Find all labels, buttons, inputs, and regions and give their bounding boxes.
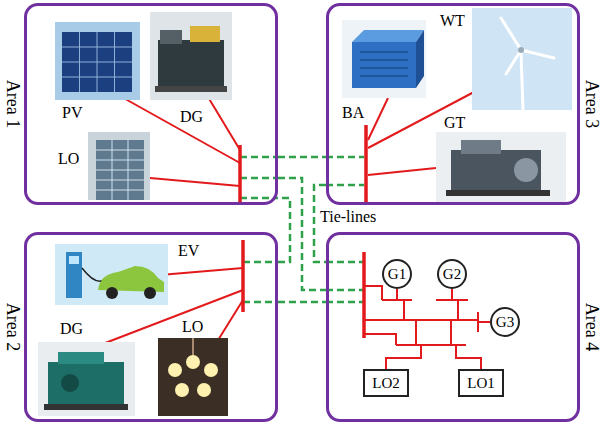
chandelier-picture: [175, 383, 189, 397]
gas-turbine-picture: [436, 132, 566, 202]
pv-picture: [62, 32, 132, 92]
node-label: G1: [388, 266, 406, 283]
pv-picture: [62, 32, 132, 92]
tie-line: [278, 178, 326, 290]
diesel-generator-picture: [44, 404, 128, 410]
chandelier-picture: [158, 338, 228, 416]
wind-turbine-picture: [501, 18, 554, 74]
area1-wiring: [240, 157, 278, 198]
pv-picture: [55, 22, 140, 100]
area4-network: [326, 252, 490, 369]
load-box: LO1: [458, 369, 504, 397]
node-label: LO1: [467, 375, 495, 392]
tie-line: [278, 301, 326, 304]
device-label: EV: [178, 242, 199, 260]
tie-line: [278, 198, 290, 262]
pv-picture: [55, 22, 140, 100]
chandelier-picture: [168, 363, 182, 377]
battery-picture: [352, 30, 424, 42]
area4-network: [326, 262, 364, 302]
ev-picture: [144, 287, 156, 299]
device-label: PV: [62, 104, 82, 122]
diesel-generator-picture: [38, 342, 135, 416]
diesel-generator-picture: [190, 26, 220, 42]
ev-picture: [55, 244, 168, 305]
ev-picture: [55, 244, 168, 305]
wind-turbine-picture: [518, 47, 524, 53]
ev-picture: [106, 287, 118, 299]
wind-turbine-picture: [521, 52, 523, 110]
diesel-generator-picture: [48, 362, 124, 404]
chandelier-picture: [158, 338, 228, 416]
ev-picture: [82, 268, 104, 281]
area3-wiring: [326, 157, 364, 185]
building-picture: [88, 132, 150, 200]
diesel-generator-picture: [160, 30, 182, 44]
battery-picture: [352, 42, 416, 88]
diesel-generator-picture: [58, 352, 104, 364]
diesel-generator-picture: [150, 12, 232, 100]
gas-turbine-picture: [451, 150, 541, 192]
ev-picture: [98, 266, 164, 292]
node-label: G3: [496, 314, 514, 331]
chandelier-picture: [186, 355, 200, 369]
building-picture: [96, 140, 144, 200]
generator-circle: G2: [437, 259, 467, 289]
device-label: GT: [444, 114, 465, 132]
area-heading: Area 3: [581, 80, 601, 128]
wind-turbine-picture: [472, 8, 572, 110]
area2-wiring: [243, 262, 278, 302]
battery-picture: [342, 20, 426, 98]
gas-turbine-picture: [461, 140, 501, 154]
diesel-generator-picture: [38, 342, 135, 416]
device-label: BA: [342, 104, 364, 122]
area3-wiring: [364, 125, 368, 202]
gas-turbine-picture: [436, 132, 566, 202]
building-picture: [96, 140, 144, 200]
area-box: Area 4G1G2G3LO2LO1: [326, 232, 580, 422]
diesel-generator-picture: [155, 86, 227, 92]
gas-turbine-picture: [514, 158, 538, 182]
device-label: LO: [182, 318, 203, 336]
generator-circle: G3: [490, 307, 520, 337]
ev-picture: [69, 256, 79, 264]
device-label: WT: [440, 12, 465, 30]
area2-wiring: [241, 240, 245, 312]
area-heading: Area 2: [2, 303, 22, 351]
gas-turbine-picture: [446, 190, 550, 196]
diesel-generator-picture: [150, 12, 232, 100]
wind-turbine-picture: [472, 8, 572, 110]
ev-picture: [66, 252, 82, 298]
diesel-generator-picture: [158, 40, 224, 86]
load-box: LO2: [363, 369, 409, 397]
area4-network: [362, 252, 366, 338]
tie-line-label: Tie-lines: [320, 208, 376, 226]
generator-circle: G1: [382, 259, 412, 289]
node-label: G2: [443, 266, 461, 283]
node-label: LO2: [372, 375, 400, 392]
chandelier-picture: [197, 383, 211, 397]
tie-line: [278, 156, 326, 159]
device-label: DG: [180, 108, 203, 126]
area1-wiring: [238, 145, 242, 202]
battery-picture: [342, 20, 426, 98]
building-picture: [88, 132, 150, 200]
battery-picture: [416, 30, 424, 88]
device-label: DG: [60, 320, 83, 338]
diesel-generator-picture: [61, 374, 79, 392]
device-label: LO: [58, 150, 79, 168]
area-heading: Area 4: [581, 303, 601, 351]
battery-picture: [360, 52, 408, 76]
area-heading: Area 1: [2, 80, 22, 128]
area4-network: [364, 286, 490, 369]
chandelier-picture: [204, 363, 218, 377]
